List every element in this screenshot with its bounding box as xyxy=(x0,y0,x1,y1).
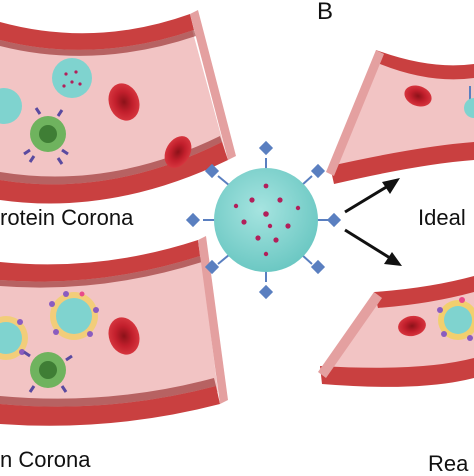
vessel-top-right xyxy=(326,50,474,184)
red-blood-cell-top-1 xyxy=(108,83,140,121)
label-protein-corona-bottom: n Corona xyxy=(0,447,91,472)
nanoparticle-corona-bottom-right xyxy=(437,297,474,341)
immune-cell-top-left xyxy=(23,107,69,165)
panel-letter: B xyxy=(317,0,334,25)
nanoparticle-top-left-lower xyxy=(0,88,22,124)
immune-cell-bottom-left xyxy=(23,350,73,393)
nanoparticle-top-left-upper xyxy=(52,58,92,98)
arrow-to-real xyxy=(344,228,402,266)
nanoparticle-corona-bottom-upper xyxy=(49,291,99,340)
arrow-to-ideal xyxy=(344,178,400,214)
label-real: Rea xyxy=(428,451,469,476)
nanoparticle-top-right xyxy=(464,86,474,118)
label-ideal: Ideal xyxy=(418,205,466,230)
label-protein-corona-top: rotein Corona xyxy=(0,205,134,230)
central-nanoparticle xyxy=(185,140,342,300)
red-blood-cell-right-top xyxy=(404,85,432,107)
vessel-bottom-right xyxy=(318,276,474,387)
nanoparticle-corona-bottom-lower xyxy=(0,316,28,360)
red-blood-cell-top-2 xyxy=(164,136,192,168)
red-blood-cell-right-bottom xyxy=(398,315,426,337)
red-blood-cell-bottom-1 xyxy=(108,317,140,355)
